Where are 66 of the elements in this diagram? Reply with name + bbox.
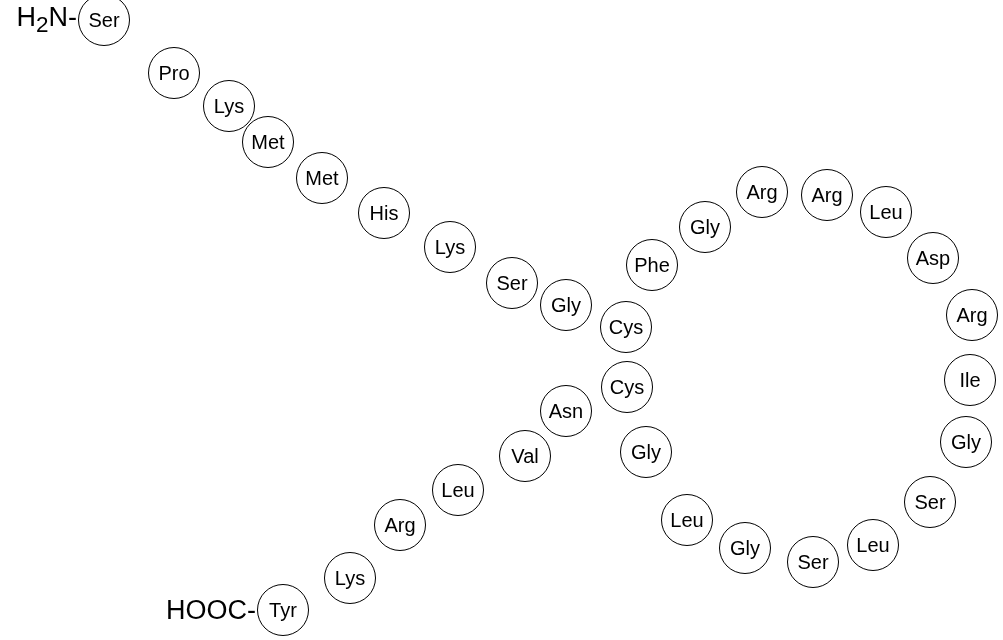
- residue-label: Gly: [690, 215, 720, 239]
- amino-acid-circle: [601, 361, 653, 413]
- residue-label: Ser: [496, 271, 528, 295]
- terminus-label: H$_{2}$N-: [16, 1, 77, 39]
- amino-acid-circle: [620, 426, 672, 478]
- amino-acid-circle: [358, 187, 410, 239]
- residue-label: Arg: [811, 183, 843, 207]
- residue-label: Gly: [631, 440, 661, 464]
- amino-acid-circle: [296, 152, 348, 204]
- amino-acid-circle: [946, 289, 998, 341]
- residue-label: Asn: [548, 399, 584, 423]
- amino-acid-circle: [203, 80, 255, 132]
- amino-acid-circle: [540, 385, 592, 437]
- amino-acid-circle: [940, 416, 992, 468]
- amino-acid-circle: [600, 301, 652, 353]
- residue-label: Lys: [334, 566, 366, 590]
- residue-label: Tyr: [269, 598, 297, 622]
- amino-acid-circle: [374, 499, 426, 551]
- residue-label: Asp: [915, 246, 951, 270]
- amino-acid-circle: [499, 430, 551, 482]
- residue-label: Ile: [959, 368, 981, 392]
- amino-acid-circle: [944, 354, 996, 406]
- residue-label: Val: [511, 444, 539, 468]
- residue-label: Phe: [634, 253, 670, 277]
- residue-label: Gly: [551, 293, 581, 317]
- amino-acid-circle: [661, 494, 713, 546]
- residue-label: Met: [305, 166, 339, 190]
- residue-label: Gly: [730, 536, 760, 560]
- amino-acid-circle: [486, 257, 538, 309]
- amino-acid-circle: [904, 476, 956, 528]
- residue-label: Gly: [951, 430, 981, 454]
- residue-label: Arg: [746, 180, 778, 204]
- residue-label: Leu: [441, 478, 475, 502]
- amino-acid-circle: [324, 552, 376, 604]
- residue-label: Arg: [956, 303, 988, 327]
- residue-label: Ser: [914, 490, 946, 514]
- amino-acid-circle: [242, 116, 294, 168]
- amino-acid-circle: [679, 201, 731, 253]
- residue-label: Pro: [158, 61, 190, 85]
- amino-acid-circle: [540, 279, 592, 331]
- amino-acid-circle: [148, 47, 200, 99]
- residue-label: Cys: [609, 375, 645, 399]
- residue-label: Ser: [88, 8, 120, 32]
- amino-acid-circle: [907, 232, 959, 284]
- amino-acid-circle: [860, 186, 912, 238]
- amino-acid-circle: [626, 239, 678, 291]
- residue-label: Ser: [797, 550, 829, 574]
- residue-label: Leu: [856, 533, 890, 557]
- amino-acid-circle: [432, 464, 484, 516]
- amino-acid-circle: [257, 584, 309, 636]
- amino-acid-circle: [847, 519, 899, 571]
- amino-acid-circle: [424, 221, 476, 273]
- amino-acid-circle: [736, 166, 788, 218]
- residue-label: Leu: [670, 508, 704, 532]
- residue-label: Leu: [869, 200, 903, 224]
- residue-label: Cys: [608, 315, 644, 339]
- amino-acid-circle: [78, 0, 130, 46]
- residue-label: His: [369, 201, 399, 225]
- amino-acid-circle: [801, 169, 853, 221]
- residue-label: Met: [251, 130, 285, 154]
- residue-label: Lys: [213, 94, 245, 118]
- amino-acid-circle: [719, 522, 771, 574]
- terminus-label: HOOC-: [166, 594, 256, 626]
- residue-label: Arg: [384, 513, 416, 537]
- residue-label: Lys: [434, 235, 466, 259]
- amino-acid-circle: [787, 536, 839, 588]
